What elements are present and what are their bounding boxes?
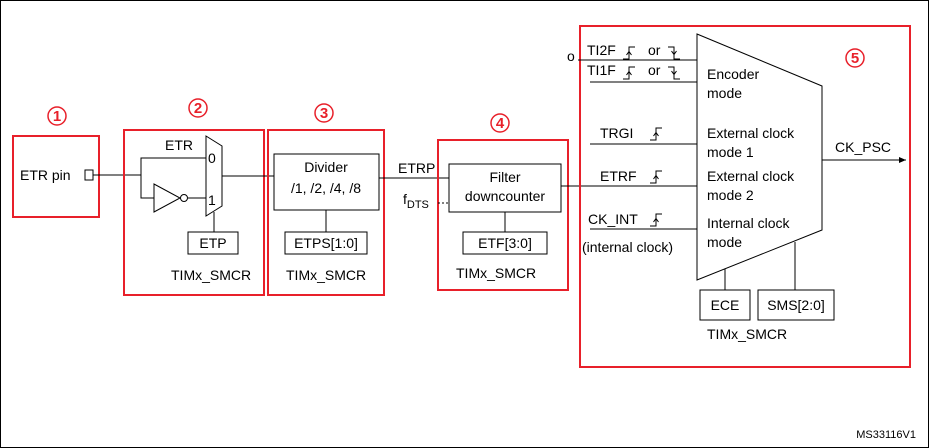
ece-label: ECE xyxy=(711,297,740,313)
mode-internal-line2: mode xyxy=(707,234,742,250)
mode-ext2-line1: External clock xyxy=(707,168,795,184)
ti1f-label: TI1F xyxy=(587,62,616,78)
ece-box xyxy=(699,289,751,321)
block-5-number: 5 xyxy=(851,50,859,67)
ckint-label: CK_INT xyxy=(588,211,638,227)
ti2f-falling-arrow-icon xyxy=(671,50,677,56)
etrf-label: ETRF xyxy=(600,168,637,184)
ti2f-rising-edge-icon xyxy=(623,46,635,60)
block-2-register-label: TIMx_SMCR xyxy=(171,267,251,283)
inverter-bubble xyxy=(180,194,188,202)
ti2f-rising-arrow-icon xyxy=(626,50,632,56)
block-2-marker-circle xyxy=(188,98,208,118)
fdts-main: f xyxy=(403,191,407,207)
mode-ext1-line1: External clock xyxy=(707,125,795,141)
block-5-frame xyxy=(579,25,911,368)
block-4-number: 4 xyxy=(496,115,505,132)
ckint-rising-edge-icon xyxy=(650,213,662,227)
etrp-label: ETRP xyxy=(398,160,435,176)
ckint-rising-arrow-icon xyxy=(653,217,659,223)
divider-ratios: /1, /2, /4, /8 xyxy=(291,180,361,196)
etp-box xyxy=(187,231,239,255)
filter-title: Filter xyxy=(489,169,520,185)
mux-input-1: 1 xyxy=(208,192,216,208)
sms-label: SMS[2:0] xyxy=(767,297,825,313)
ck-psc-label: CK_PSC xyxy=(835,139,891,155)
block-5-register-label: TIMx_SMCR xyxy=(707,326,787,342)
wire-to-inverter xyxy=(140,175,154,199)
ti1f-falling-arrow-icon xyxy=(671,70,677,76)
block-2-number: 2 xyxy=(194,100,202,117)
mode-ext2-line2: mode 2 xyxy=(707,187,754,203)
ti2f-label: TI2F xyxy=(587,42,616,58)
trgi-rising-arrow-icon xyxy=(653,131,659,137)
mode-ext1-line2: mode 1 xyxy=(707,144,754,160)
ti2f-or: or xyxy=(648,42,661,58)
block-3-marker-circle xyxy=(314,103,334,123)
etr-pin-pad xyxy=(84,169,94,181)
block-3-register-label: TIMx_SMCR xyxy=(286,267,366,283)
etp-label: ETP xyxy=(199,235,226,251)
mode-internal-line1: Internal clock xyxy=(707,215,790,231)
inverter-triangle xyxy=(153,183,182,213)
ti1f-or: or xyxy=(648,62,661,78)
etf-label: ETF[3:0] xyxy=(478,235,532,251)
etr-pin-label: ETR pin xyxy=(20,167,71,183)
block-2-frame xyxy=(123,129,265,296)
block-1-marker-circle xyxy=(47,106,67,126)
ckint-note: (internal clock) xyxy=(582,239,673,255)
etps-box xyxy=(284,231,368,255)
block-3: 3 Divider /1, /2, /4, /8 ETPS[1:0] TIMx_… xyxy=(267,103,385,296)
ti1f-falling-edge-icon xyxy=(668,66,680,80)
mode-encoder-line1: Encoder xyxy=(707,66,759,82)
block-4-frame xyxy=(437,139,569,291)
block-4: 4 fDTS Filter downcounter ETF[3:0] TIMx_… xyxy=(403,113,569,291)
ti1f-rising-arrow-icon xyxy=(626,70,632,76)
block-1-frame xyxy=(12,135,100,218)
divider-box xyxy=(273,153,380,211)
mux-input-0: 0 xyxy=(208,150,216,166)
block-2: 2 ETR 0 1 ETP TIMx_SMCR xyxy=(123,98,265,296)
etr-signal-label: ETR xyxy=(165,137,193,153)
block-3-number: 3 xyxy=(320,105,328,122)
mux-polarity xyxy=(205,135,223,217)
wire-to-mux-0 xyxy=(140,157,206,175)
input-prefix: o xyxy=(567,48,575,64)
etrf-rising-edge-icon xyxy=(650,170,662,184)
block-3-frame xyxy=(267,129,385,296)
trgi-rising-edge-icon xyxy=(650,127,662,141)
mode-encoder-line2: mode xyxy=(707,85,742,101)
etf-box xyxy=(462,231,548,255)
trgi-label: TRGI xyxy=(600,125,633,141)
filter-subtitle: downcounter xyxy=(465,188,546,204)
etps-label: ETPS[1:0] xyxy=(294,235,358,251)
fdts-subscript: DTS xyxy=(407,199,429,211)
block-4-marker-circle xyxy=(490,113,510,133)
block-5: 5 o TI2F or TI1F or TRGI ETRF CK_INT ( xyxy=(567,25,911,368)
sms-box xyxy=(757,289,835,321)
block-4-register-label: TIMx_SMCR xyxy=(456,265,536,281)
ti2f-falling-edge-icon xyxy=(668,46,680,60)
block-5-marker-circle xyxy=(845,48,865,68)
ti1f-rising-edge-icon xyxy=(623,66,635,80)
block-1-number: 1 xyxy=(53,108,61,125)
block-1: 1 ETR pin xyxy=(12,106,100,218)
divider-title: Divider xyxy=(304,159,348,175)
etrf-rising-arrow-icon xyxy=(653,174,659,180)
clock-mode-selector xyxy=(696,33,823,281)
figure-id: MS33116V1 xyxy=(856,429,916,441)
fdts-label: fDTS xyxy=(403,191,429,211)
